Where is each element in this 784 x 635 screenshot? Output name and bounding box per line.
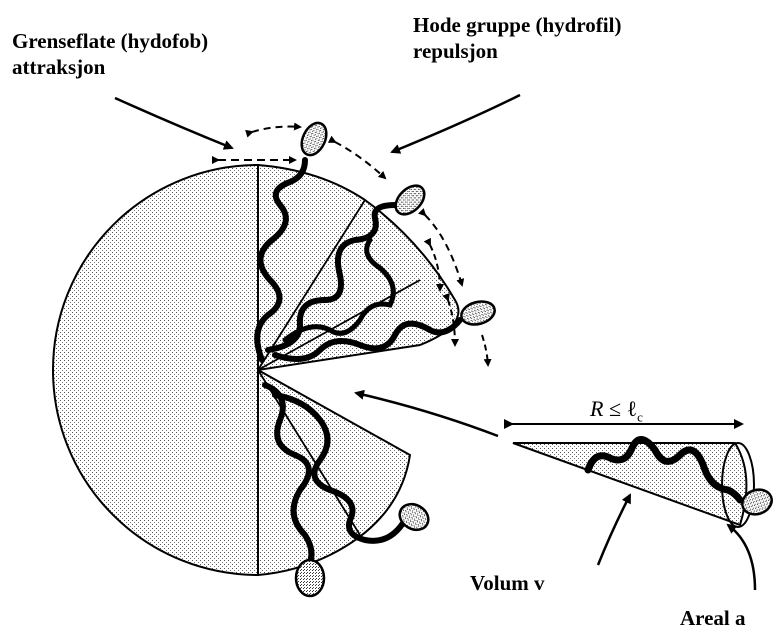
repulsion-arrow [335, 142, 385, 178]
micelle-core-left-half [53, 165, 258, 575]
head-group [296, 560, 324, 596]
head-group-label: Hode gruppe (hydrofil) repulsjon [413, 12, 621, 64]
head-group [390, 180, 430, 220]
chain-length-symbol: ℓ [627, 396, 638, 421]
chain-length-subscript: c [637, 409, 643, 424]
interface-pointer-arrow [115, 98, 232, 148]
interface-label: Grenseflate (hydofob) attraksjon [12, 28, 208, 80]
repulsion-arrow [252, 127, 300, 132]
head-pointer-arrow [392, 95, 520, 152]
head-group [297, 119, 331, 159]
insert-arrow [356, 393, 498, 436]
volume-label: Volum v [470, 570, 545, 596]
radius-symbol: R [590, 396, 603, 421]
area-label: Areal a [680, 605, 746, 631]
radius-relation: ≤ [609, 396, 621, 421]
repulsion-arrow [482, 335, 488, 365]
radius-label: R ≤ ℓc [590, 396, 643, 425]
head-group-label-line1: Hode gruppe (hydrofil) [413, 12, 621, 38]
interface-label-line2: attraksjon [12, 54, 208, 80]
volume-pointer-arrow [598, 495, 630, 565]
area-pointer-arrow [728, 525, 755, 590]
interface-label-line1: Grenseflate (hydofob) [12, 28, 208, 54]
head-group-label-line2: repulsjon [413, 38, 621, 64]
head-group [459, 298, 498, 328]
